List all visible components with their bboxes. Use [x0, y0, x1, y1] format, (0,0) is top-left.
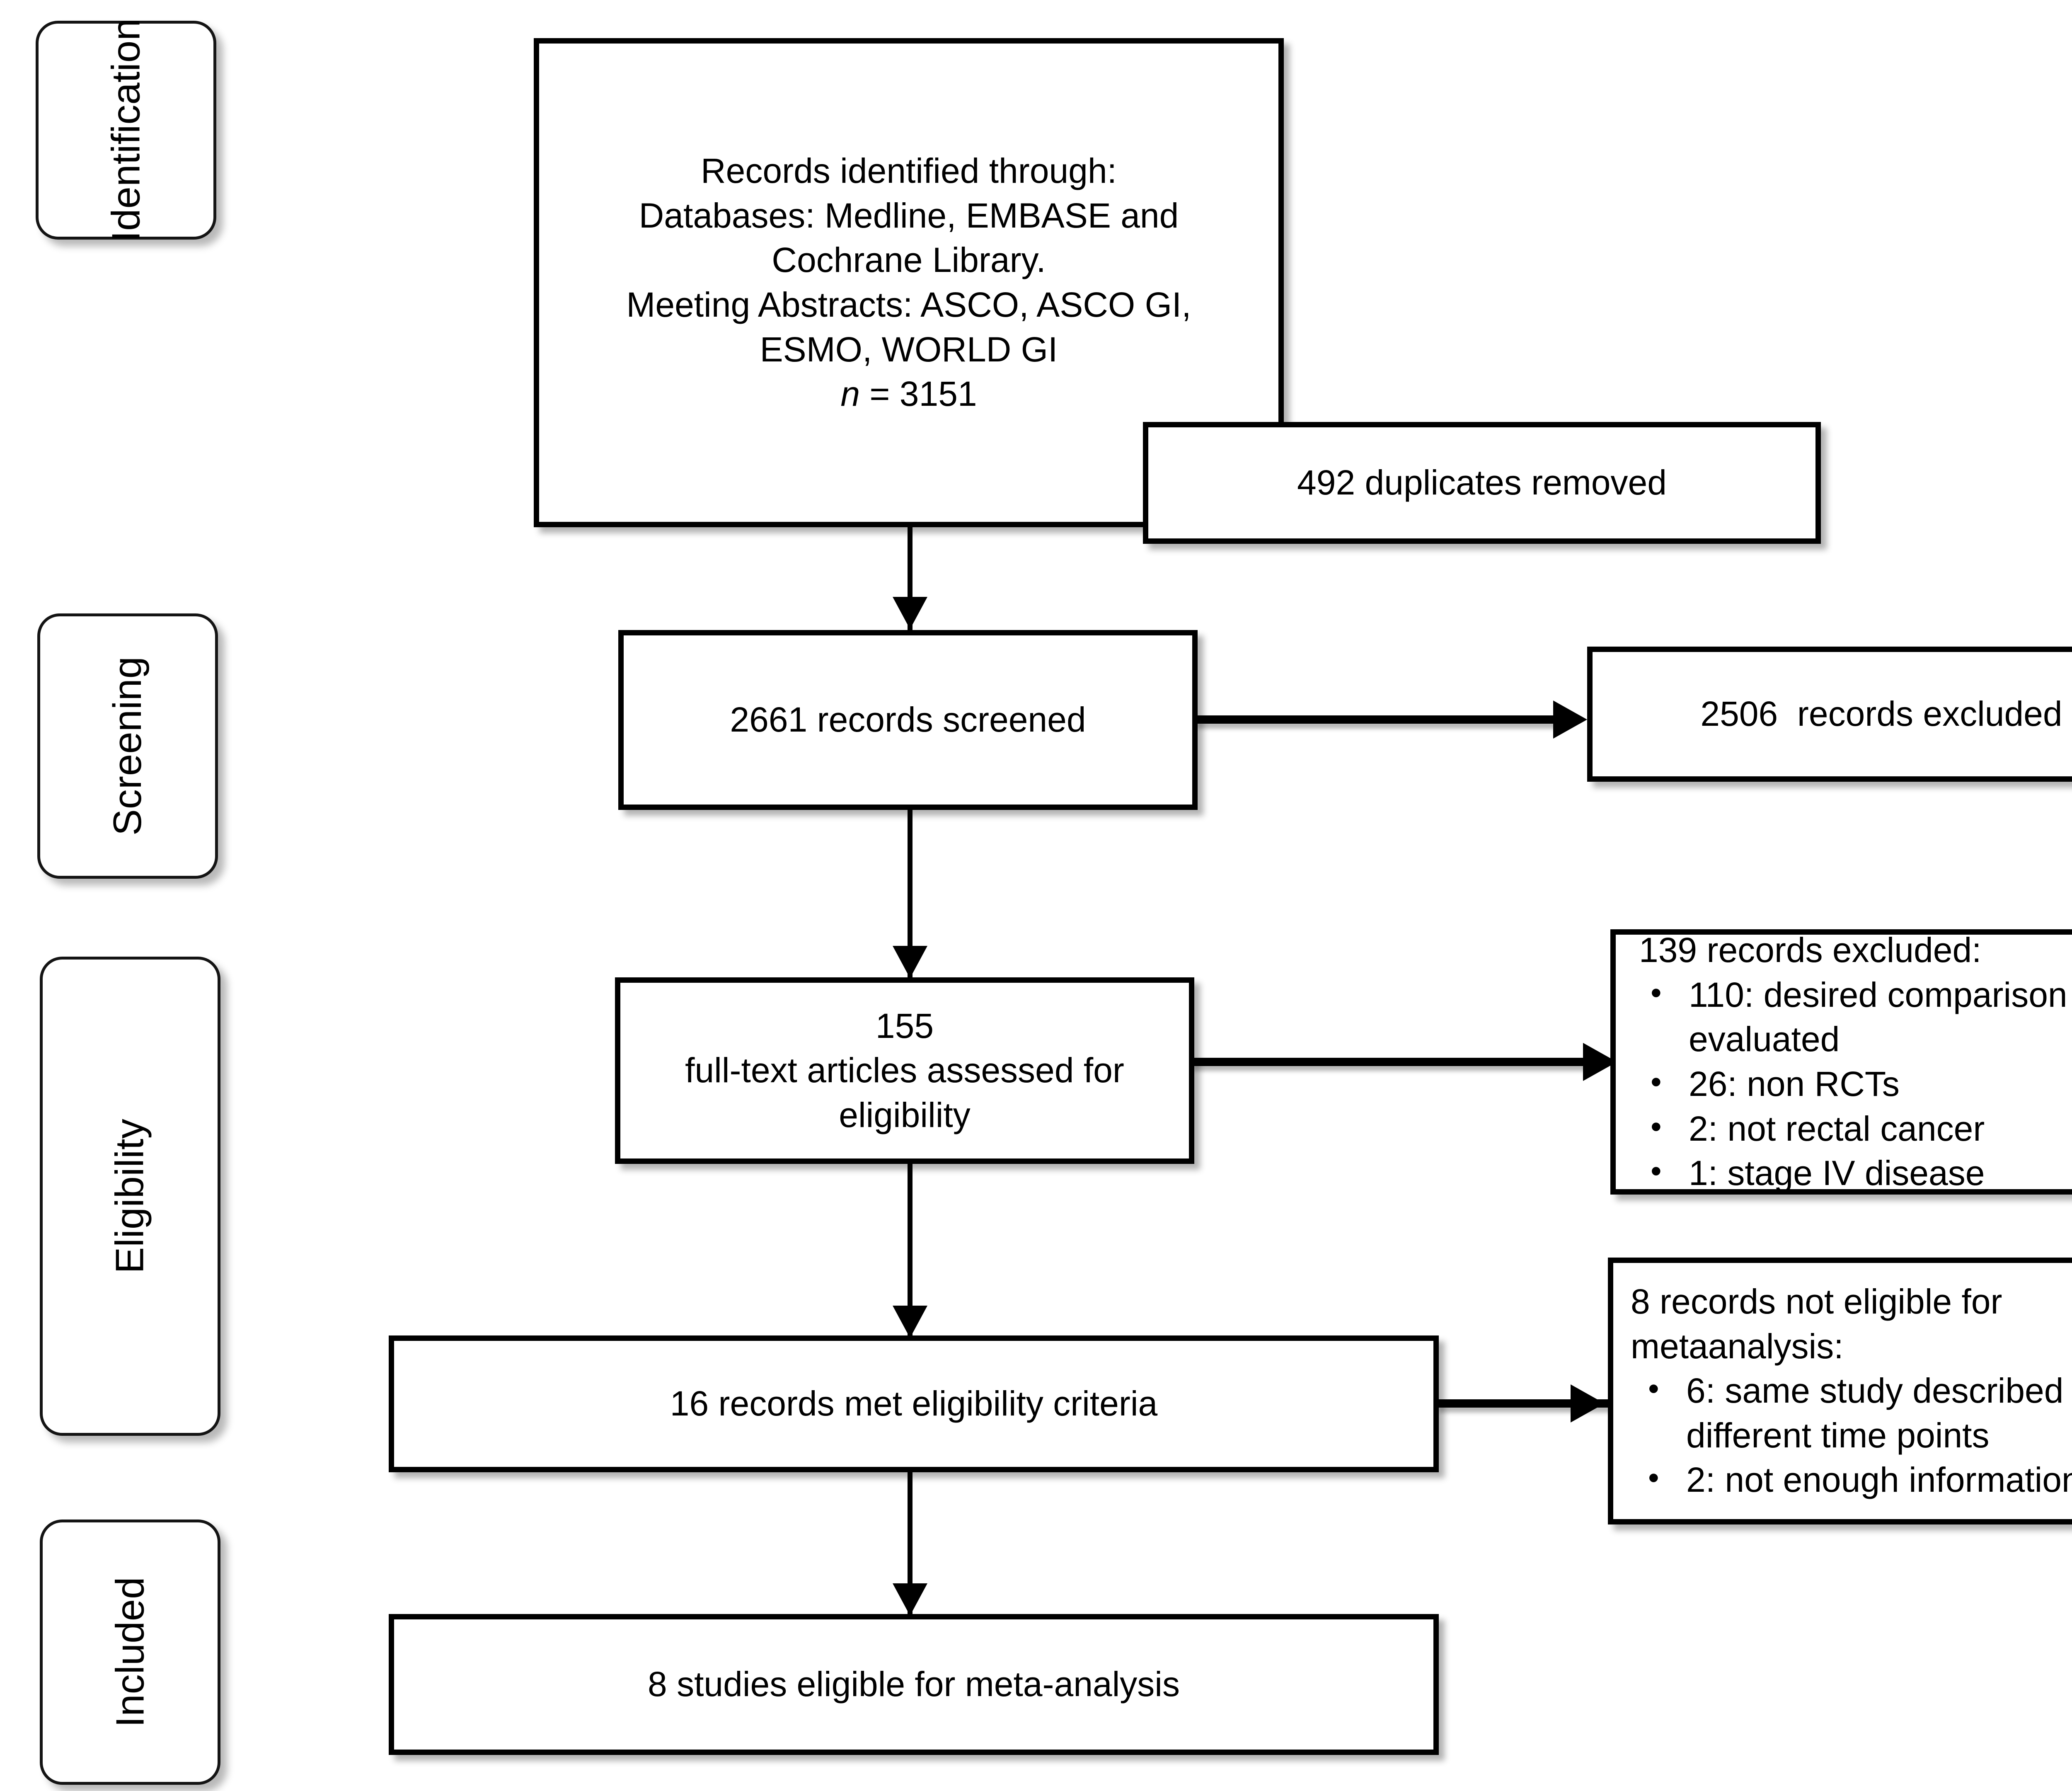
stage-label-included: Included — [107, 1577, 152, 1728]
box-met-eligibility-criteria: 16 records met eligibility criteria — [389, 1335, 1439, 1472]
stage-pill-included: Included — [40, 1520, 220, 1785]
stage-pill-identification: Identification — [36, 18, 216, 242]
list-item: 110: desired comparison not evaluated — [1627, 973, 2072, 1062]
box-records-excluded-eligibility: 139 records excluded: 110: desired compa… — [1610, 929, 2072, 1195]
arrowhead-screened-to-fulltext — [893, 946, 927, 978]
box-records-screened: 2661 records screened — [618, 630, 1198, 810]
box-studies-included: 8 studies eligible for meta-analysis — [389, 1614, 1439, 1755]
stage-pill-eligibility: Eligibility — [40, 957, 220, 1436]
records-identified-line-1: Records identified through: — [701, 151, 1117, 191]
list-item: 6: same study described at different tim… — [1624, 1369, 2072, 1458]
not-eligible-meta-title-line-2: metaanalysis: — [1631, 1326, 1844, 1366]
list-item: 1: stage IV disease — [1627, 1151, 2072, 1196]
met-eligibility-criteria-text: 16 records met eligibility criteria — [670, 1384, 1158, 1423]
excluded-eligibility-list: 110: desired comparison not evaluated 26… — [1627, 973, 2072, 1196]
fulltext-line-2: full-text articles assessed for — [685, 1051, 1124, 1090]
not-eligible-meta-title-line-1: 8 records not eligible for — [1631, 1282, 2002, 1321]
connector-to-excluded-screening — [1193, 715, 1557, 724]
records-excluded-screening-text: 2506 records excluded — [1700, 694, 2062, 734]
arrowhead-to-not-eligible-meta — [1571, 1384, 1605, 1423]
records-screened-text: 2661 records screened — [730, 700, 1086, 739]
connector-screened-to-fulltext — [908, 808, 913, 982]
box-duplicates-removed: 492 duplicates removed — [1143, 422, 1821, 544]
not-eligible-meta-list: 6: same study described at different tim… — [1624, 1369, 2072, 1503]
list-item: 2: not rectal cancer — [1627, 1107, 2072, 1151]
box-records-excluded-screening: 2506 records excluded — [1587, 647, 2072, 782]
arrowhead-fulltext-to-met-criteria — [893, 1306, 927, 1338]
stage-label-eligibility: Eligibility — [107, 1119, 152, 1274]
connector-to-not-eligible-meta — [1435, 1399, 1609, 1408]
stage-label-identification: Identification — [104, 18, 148, 242]
box-fulltext-assessed: 155 full-text articles assessed for elig… — [615, 977, 1194, 1164]
list-item: 2: not enough information — [1624, 1458, 2072, 1503]
fulltext-line-3: eligibility — [839, 1095, 971, 1134]
records-identified-line-4: Meeting Abstracts: ASCO, ASCO GI, — [626, 285, 1191, 324]
stage-pill-screening: Screening — [37, 613, 218, 879]
duplicates-removed-text: 492 duplicates removed — [1297, 463, 1667, 502]
stage-label-screening: Screening — [105, 656, 150, 836]
list-item: 26: non RCTs — [1627, 1062, 2072, 1107]
arrowhead-met-criteria-to-included — [893, 1583, 927, 1616]
records-identified-count: n = 3151 — [840, 372, 977, 417]
records-identified-line-2: Databases: Medline, EMBASE and — [639, 196, 1179, 235]
records-identified-n-value: = 3151 — [860, 374, 977, 414]
fulltext-count: 155 — [875, 1006, 934, 1045]
arrowhead-identified-to-screened — [893, 597, 927, 629]
records-identified-line-5: ESMO, WORLD GI — [760, 330, 1058, 369]
records-identified-n-symbol: n — [840, 374, 860, 414]
connector-to-excluded-eligibility — [1189, 1058, 1587, 1066]
box-not-eligible-metaanalysis: 8 records not eligible for metaanalysis:… — [1608, 1258, 2072, 1524]
records-identified-line-3: Cochrane Library. — [772, 240, 1046, 280]
studies-included-text: 8 studies eligible for meta-analysis — [648, 1665, 1180, 1704]
excluded-eligibility-title: 139 records excluded: — [1639, 931, 1982, 970]
arrowhead-to-excluded-screening — [1553, 700, 1587, 739]
connector-fulltext-to-met-criteria — [908, 1161, 913, 1343]
